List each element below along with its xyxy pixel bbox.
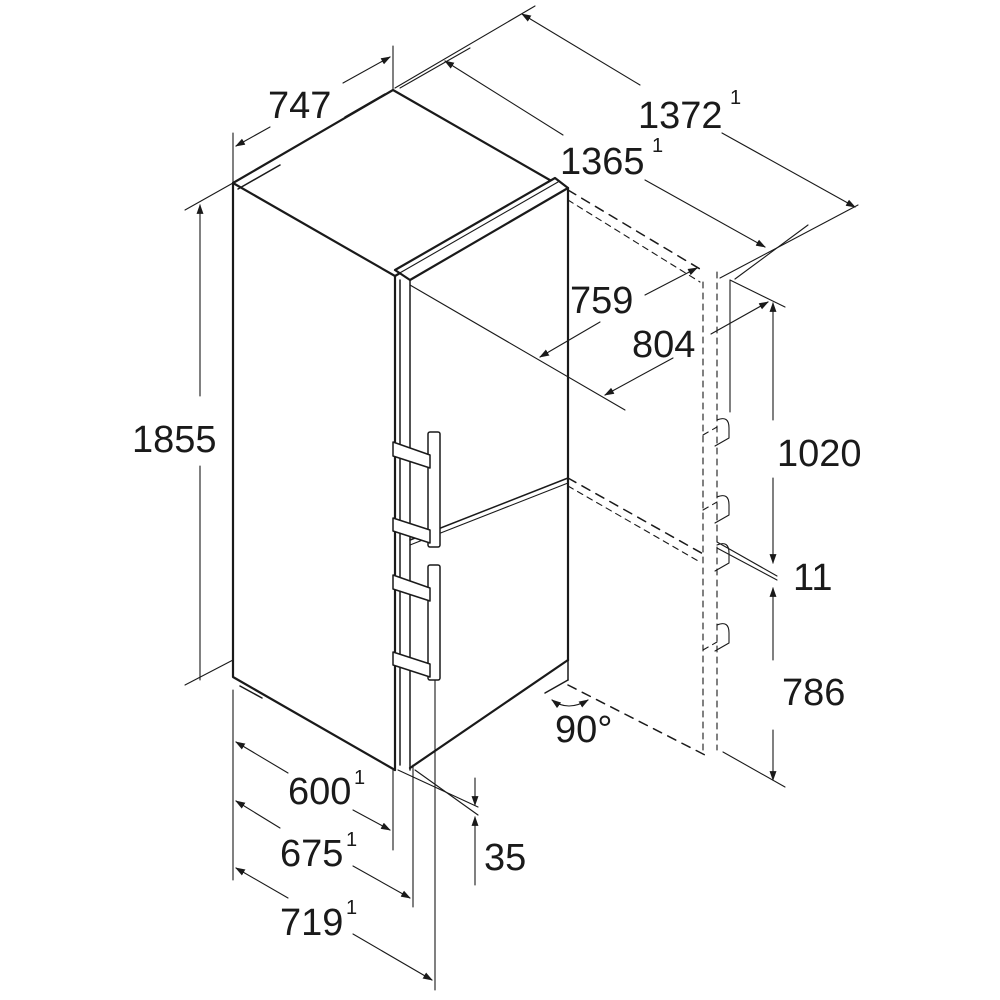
footnote-depth-open-body: 1	[652, 135, 663, 157]
label-width-body: 600	[288, 771, 351, 813]
fridge-body	[231, 88, 557, 772]
footnote-depth-open-total: 1	[730, 87, 741, 109]
door-angle-indicator: 90°	[544, 659, 612, 751]
label-depth-open-body: 1365	[560, 141, 645, 183]
label-depth-with-door: 675	[280, 833, 343, 875]
label-handle-offset: 35	[484, 837, 526, 879]
label-door-gap: 11	[793, 557, 832, 599]
open-door-outline	[567, 189, 730, 756]
footnote-depth-with-handle: 1	[346, 897, 357, 919]
footnote-depth-with-door: 1	[346, 829, 357, 851]
label-upper-door-height: 1020	[777, 433, 862, 475]
label-depth-with-handle: 719	[280, 902, 343, 944]
door-handles	[392, 431, 441, 681]
label-height-total: 1855	[132, 419, 217, 461]
dimension-labels: 747 1372 1 1365 1 759 804 1855 1020 11 7…	[132, 85, 862, 944]
footnote-width-body: 1	[354, 767, 365, 789]
angle-label: 90°	[555, 709, 612, 751]
label-top-width: 747	[268, 85, 331, 127]
label-lower-door-height: 786	[782, 672, 845, 714]
label-depth-open-total: 1372	[638, 95, 723, 137]
label-door-swing-2: 804	[632, 324, 695, 366]
fridge-doors	[393, 176, 626, 771]
dimension-lines	[184, 5, 859, 991]
label-door-swing-1: 759	[570, 280, 633, 322]
